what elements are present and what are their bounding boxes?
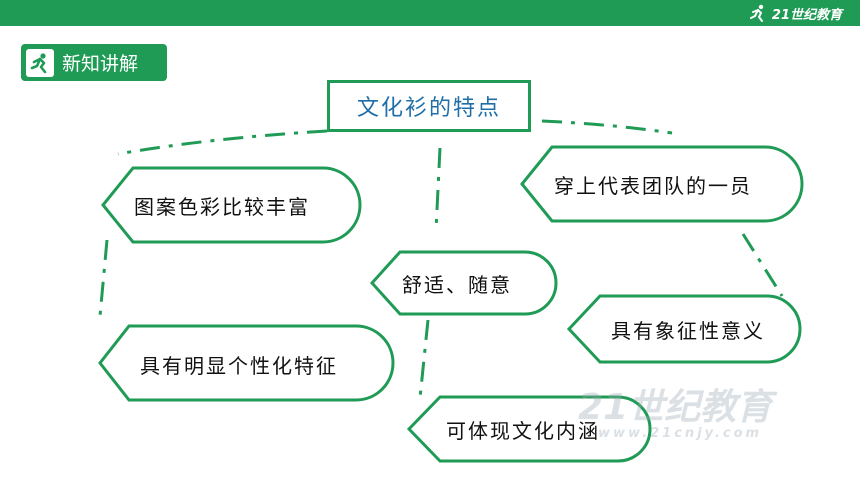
node-rich-color: 图案色彩比较丰富 — [134, 195, 310, 219]
node-shape-rich-color — [101, 166, 362, 244]
connector-title-left — [117, 129, 328, 156]
connector-title-right — [541, 119, 673, 135]
node-shape-personality — [98, 324, 395, 402]
node-comfort: 舒适、随意 — [402, 273, 512, 297]
node-shape-comfort — [369, 250, 558, 316]
runner-icon — [30, 52, 47, 73]
node-shape-symbolic — [566, 294, 802, 364]
watermark-text: 21世纪教育 — [578, 387, 773, 428]
node-shape-team-member — [520, 145, 804, 223]
node-culture: 可体现文化内涵 — [446, 419, 600, 443]
connector-team-symbolic — [741, 233, 784, 297]
node-team-member: 穿上代表团队的一员 — [554, 174, 752, 198]
runner-logo-icon — [749, 4, 764, 22]
connector-left-vertical — [98, 239, 109, 317]
brand-logo-text: 21世纪教育 — [771, 7, 842, 23]
node-symbolic: 具有象征性意义 — [611, 319, 765, 343]
watermark: 21世纪教育 www.21cnjy.com — [578, 378, 772, 441]
section-tag: 新知讲解 — [21, 44, 167, 81]
connector-comfort-culture — [418, 319, 430, 399]
mindmap-title: 文化衫的特点 — [327, 80, 531, 132]
top-bar: 21世纪教育 — [0, 0, 860, 26]
section-tag-label: 新知讲解 — [62, 53, 139, 75]
node-shape-culture — [406, 395, 652, 463]
watermark-subtext: www.21cnjy.com — [598, 426, 763, 441]
node-personality: 具有明显个性化特征 — [140, 354, 338, 378]
runner-icon-box — [26, 48, 54, 77]
brand-logo: 21世纪教育 — [748, 3, 842, 23]
connector-title-center — [434, 147, 442, 231]
